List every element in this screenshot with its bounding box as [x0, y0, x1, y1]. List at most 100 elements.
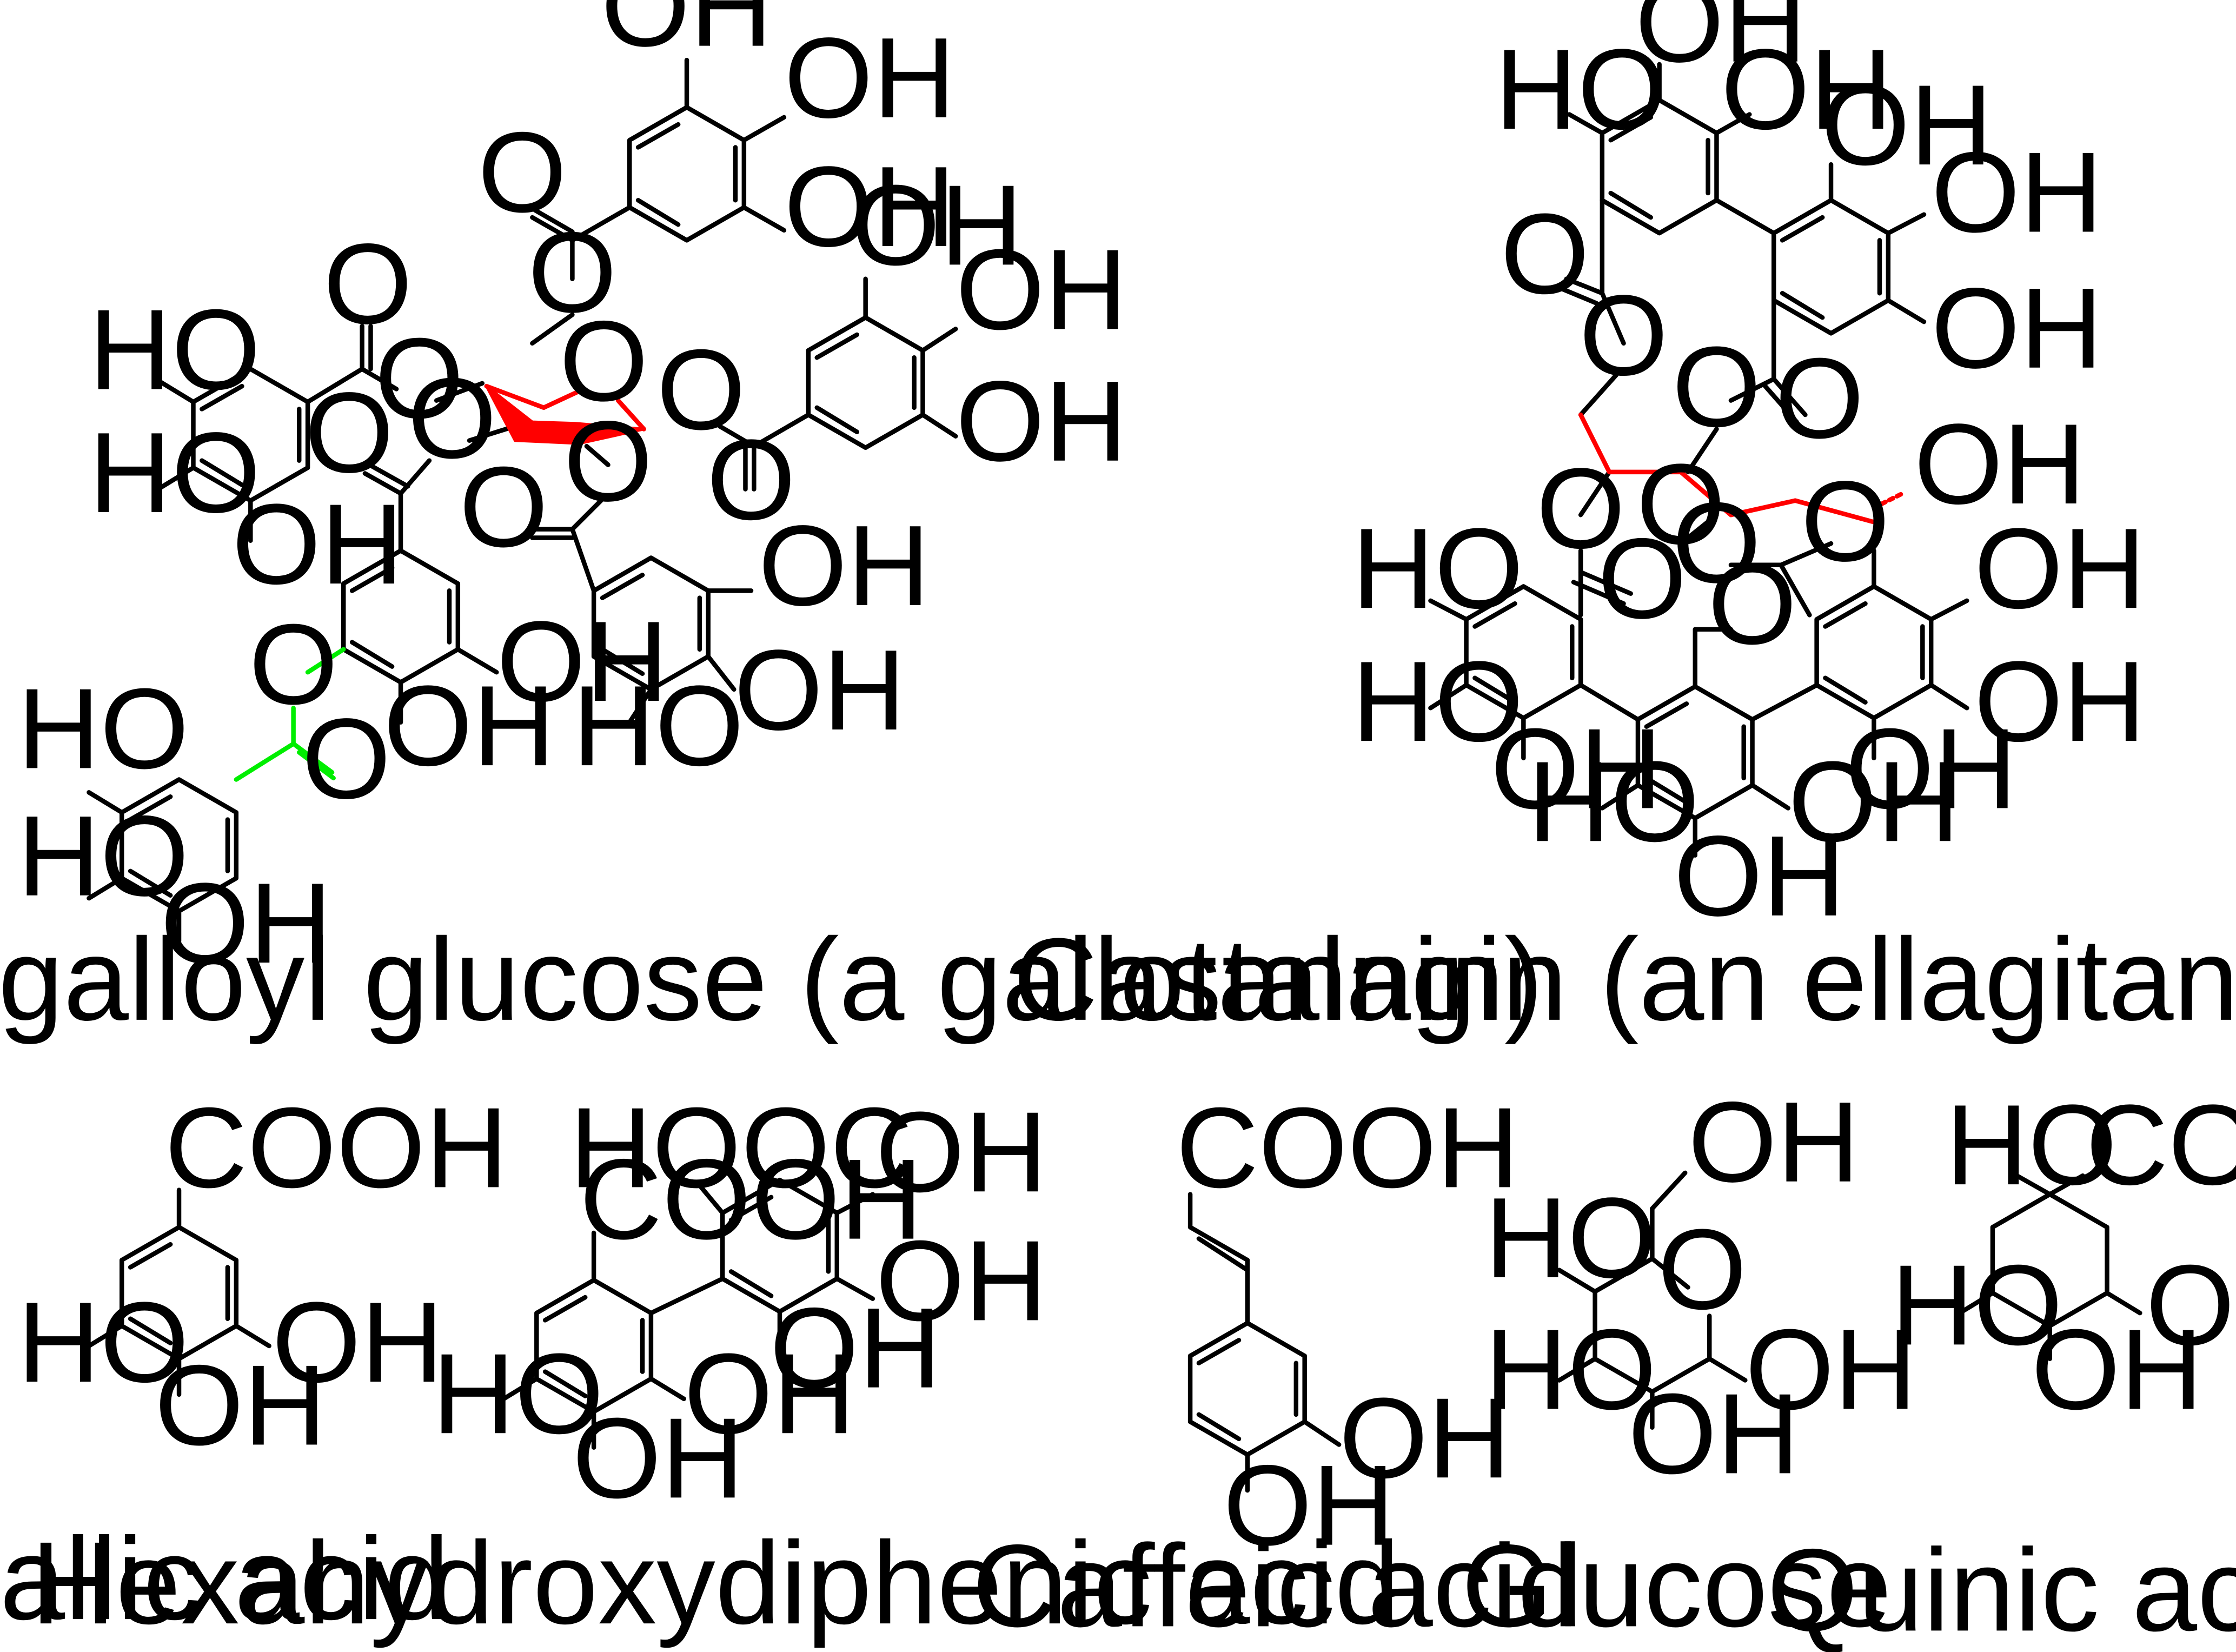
atom-label: O	[305, 368, 394, 496]
atom-label: O	[1775, 334, 1865, 462]
atom-label: HO	[17, 1278, 189, 1406]
atom-label: OH	[1931, 264, 2102, 392]
atom-label: OH	[2146, 1240, 2236, 1369]
atom-label: COOH	[2086, 1080, 2236, 1209]
atom-label: O	[478, 108, 567, 236]
atom-label: O	[1501, 189, 1590, 317]
atom-label: OH	[232, 480, 403, 608]
glucose-labels: OH O HO HO OH OH	[1485, 1078, 1917, 1498]
atom-label: OH	[875, 1216, 1047, 1344]
atom-label: O	[323, 220, 413, 348]
hexahydroxydiphenic-acid-structure	[501, 1177, 875, 1450]
atom-label: HO	[17, 664, 189, 792]
atom-label: OH	[1674, 812, 1845, 940]
atom-label: OH	[1339, 1374, 1510, 1502]
atom-label: O	[707, 415, 796, 543]
castalagin-core-highlight	[1578, 412, 1905, 525]
atom-label: O	[1598, 514, 1687, 642]
hexagalloyl-glucose-structure	[87, 57, 958, 944]
atom-label: OH	[1223, 1441, 1395, 1569]
atom-label: HO	[432, 1329, 603, 1457]
atom-label: OH	[875, 1087, 1047, 1216]
glucose-core-highlight	[484, 383, 646, 445]
atom-label: OH	[769, 1284, 941, 1412]
atom-label: OH	[784, 142, 956, 270]
atom-label: OH	[1845, 704, 2016, 832]
atom-label: OH	[1788, 737, 1960, 865]
atom-label: O	[1801, 457, 1890, 585]
quinic-acid-labels: HO COOH HO OH OH	[1891, 1080, 2236, 1433]
atom-label: HO	[1495, 25, 1666, 153]
atom-label: COOH	[1176, 1083, 1520, 1211]
atom-label: O	[302, 694, 391, 822]
atom-label: OH	[1914, 400, 2085, 528]
atom-label: OH	[758, 501, 930, 629]
atom-label: HO	[1352, 637, 1523, 765]
atom-label: HO	[1485, 1305, 1656, 1433]
atom-label: HO	[89, 408, 260, 536]
atom-label: O	[1636, 440, 1726, 568]
atom-label: O	[1536, 444, 1625, 572]
atom-label: HO	[1891, 1240, 2062, 1369]
atom-label: OH	[956, 225, 1127, 353]
atom-label: O	[1579, 271, 1668, 399]
quinic-acid-structure	[1957, 1173, 2142, 1362]
hexagalloyl-atom-labels: OH OH OH OH OH OH O O O O O O O O O O O …	[17, 0, 1127, 987]
atom-label: OH	[1745, 1305, 1916, 1433]
castalagin-atom-labels: OH HO OH OH OH OH O O O O OH O O O O O O…	[1352, 0, 2146, 940]
caption-glucose: Glucose	[1462, 1520, 1892, 1651]
atom-label: COOH	[165, 1083, 508, 1211]
caffeic-acid-structure	[1187, 1192, 1342, 1493]
atom-label: HOOC	[569, 1083, 913, 1211]
caption-hexagalloyl-glucose: Hexagalloyl glucose (a gallotannin)	[0, 914, 1543, 1045]
atom-label: OH	[1974, 637, 2146, 765]
atom-label: O	[528, 208, 617, 336]
atom-label: OH	[1721, 25, 1892, 153]
atom-label: OH	[2031, 1305, 2202, 1433]
atom-label: OH	[155, 1341, 326, 1469]
atom-label: HO	[1528, 737, 1699, 865]
hhdp-labels: HOOC COOH OH OH OH HO OH OH	[432, 1083, 1047, 1522]
atom-label: HO	[1352, 504, 1523, 632]
caption-caffeic-acid: Caffeic acid	[972, 1520, 1583, 1651]
caffeic-acid-labels: COOH OH OH	[1176, 1083, 1520, 1569]
atom-label: O	[1658, 1205, 1747, 1333]
gallic-acid-labels: COOH HO OH OH	[17, 1083, 508, 1469]
glucose-structure	[1557, 1170, 1748, 1430]
atom-label: O	[459, 442, 548, 570]
atom-label: O	[559, 297, 648, 425]
caption-hexahydroxydiphenic-acid: Hexahydroxydiphenic acid	[31, 1517, 1400, 1648]
atom-label: OH	[572, 1394, 744, 1522]
atom-label: OH	[1635, 0, 1807, 86]
atom-label: OH	[161, 859, 332, 987]
atom-label: OH	[496, 597, 668, 725]
atom-label: OH	[1931, 128, 2102, 256]
atom-label: OH	[956, 357, 1127, 485]
atom-label: O	[408, 354, 497, 482]
atom-label: HO	[89, 285, 260, 413]
atom-label: O	[656, 326, 746, 454]
atom-label: OH	[1628, 1369, 1799, 1497]
atom-label: HO	[1946, 1080, 2117, 1209]
atom-label: OH	[601, 0, 772, 70]
atom-label: OH	[734, 626, 905, 754]
atom-label: HO	[1485, 1173, 1656, 1302]
atom-label: OH	[383, 661, 555, 789]
caption-quinic-acid: Quinic acid	[1767, 1524, 2236, 1652]
atom-label: OH	[1821, 61, 1993, 189]
atom-label: O	[375, 314, 464, 442]
caption-gallic-acid: Gallic acid	[0, 1513, 449, 1644]
atom-label: O	[1672, 479, 1761, 607]
atom-label: OH	[272, 1278, 443, 1406]
atom-label: OH	[1688, 1078, 1860, 1206]
atom-label: O	[1708, 540, 1797, 668]
atom-label: O	[563, 397, 653, 525]
atom-label: OH	[1491, 704, 1662, 832]
caption-castalagin: Castalagin (an ellagitannin)	[1013, 914, 2236, 1045]
atom-label: OH	[684, 1329, 855, 1457]
depside-linkage-highlight	[234, 647, 346, 782]
atom-label: OH	[784, 14, 956, 142]
castalagin-structure	[1428, 62, 1969, 858]
atom-label: HO	[572, 661, 744, 789]
